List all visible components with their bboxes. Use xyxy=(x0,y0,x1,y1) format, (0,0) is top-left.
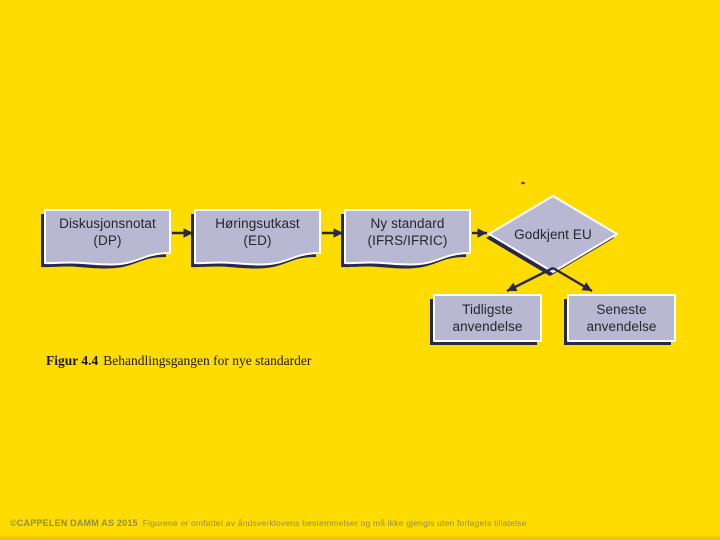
figure-title: Behandlingsgangen for nye standarder xyxy=(103,353,312,368)
node-tidligste-label: Tidligste anvendelse xyxy=(452,302,523,334)
node-tidligste-shape xyxy=(433,294,542,342)
node-diskusjonsnotat-label: Diskusjonsnotat (DP) xyxy=(59,216,156,248)
node-ny-standard-label: Ny standard (IFRS/IFRIC) xyxy=(367,216,448,248)
rights-notice: Figurene er omfattet av åndsverklovens b… xyxy=(142,518,527,528)
figure-caption: Figur 4.4 Behandlingsgangen for nye stand… xyxy=(46,352,311,369)
node-seneste-label: Seneste anvendelse xyxy=(586,302,657,334)
arrow-eu-to-seneste xyxy=(552,266,593,293)
node-seneste-shape xyxy=(567,294,676,342)
arrow-eu-to-tidligste xyxy=(506,266,554,293)
speck-mark xyxy=(521,181,525,185)
bottom-edge-decoration xyxy=(0,536,720,540)
figure-number: Figur 4.4 xyxy=(46,353,99,368)
node-horingsutkast-label: Høringsutkast (ED) xyxy=(215,216,300,248)
publisher-name: ©CAPPELEN DAMM AS 2015 xyxy=(10,518,138,528)
node-godkjent-eu-shape xyxy=(488,195,618,273)
copyright-footer: ©CAPPELEN DAMM AS 2015 Figurene er omfatt… xyxy=(10,518,715,529)
node-godkjent-eu-label: Godkjent EU xyxy=(514,226,592,242)
